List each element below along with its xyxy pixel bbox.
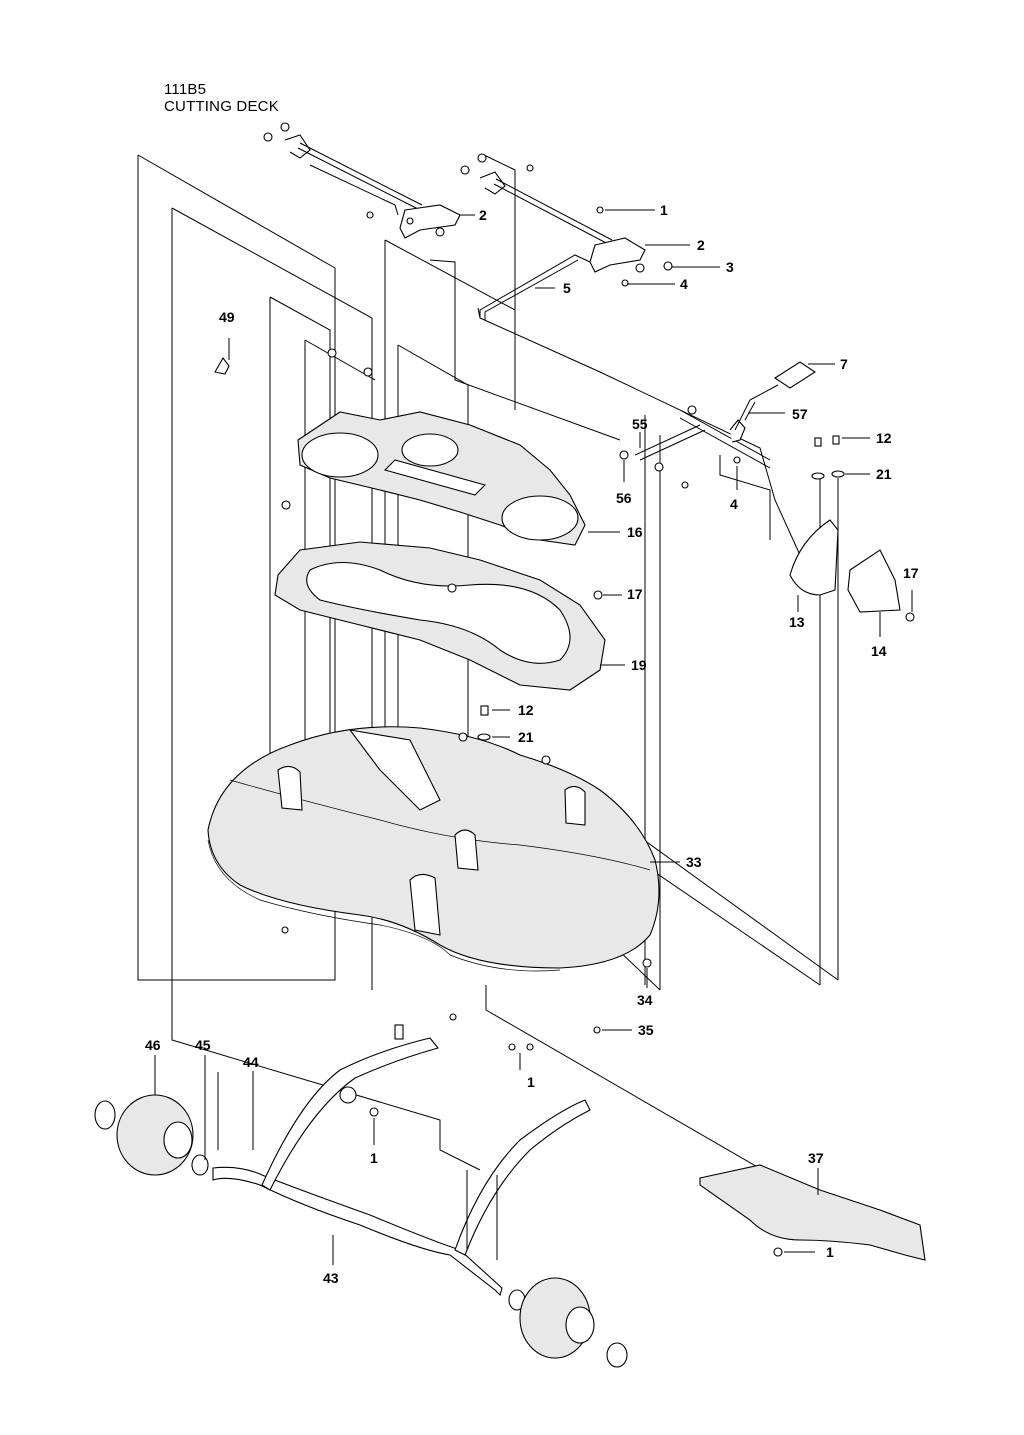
callout-13: 13: [789, 614, 805, 630]
callout-37: 37: [808, 1150, 824, 1166]
height-bracket-part-14: [847, 549, 901, 613]
callout-7: 7: [840, 356, 848, 372]
callout-1c: 1: [370, 1150, 378, 1166]
belt-cover-part-19: [274, 541, 606, 691]
callout-2a: 2: [479, 207, 487, 223]
lift-arm-right: [460, 153, 673, 287]
top-cover-part-16: [297, 411, 586, 546]
clip-part-49: [214, 357, 230, 375]
deck-housing-part-33: [207, 726, 660, 972]
callout-35: 35: [638, 1022, 654, 1038]
callout-57: 57: [792, 406, 808, 422]
callout-17b: 17: [627, 586, 643, 602]
callout-49: 49: [219, 309, 235, 325]
callout-33: 33: [686, 854, 702, 870]
callout-4b: 4: [730, 496, 738, 512]
callout-21b: 21: [518, 729, 534, 745]
wheel-left-part-46: [94, 1094, 209, 1176]
callout-5: 5: [563, 280, 571, 296]
lift-arm-left: [263, 122, 461, 239]
ratchet-part-13: [789, 519, 839, 596]
callout-19: 19: [631, 657, 647, 673]
callout-3: 3: [726, 259, 734, 275]
front-axle-part-43: [212, 1024, 591, 1297]
diagram-code: 111B5: [164, 81, 207, 98]
callout-44: 44: [243, 1054, 259, 1070]
callout-14: 14: [871, 643, 887, 659]
callout-12a: 12: [876, 430, 892, 446]
callout-21a: 21: [876, 466, 892, 482]
callout-56: 56: [616, 490, 632, 506]
diagram-title: CUTTING DECK: [164, 98, 279, 115]
deflector-part-37: [699, 1164, 926, 1261]
callout-1a: 1: [660, 202, 668, 218]
callout-1b: 1: [527, 1074, 535, 1090]
callout-16: 16: [627, 524, 643, 540]
callout-leaders: [154, 209, 913, 1265]
wheel-right: [508, 1277, 628, 1368]
callout-55: 55: [632, 416, 648, 432]
callout-34: 34: [637, 992, 653, 1008]
callout-1d: 1: [826, 1244, 834, 1260]
callout-45: 45: [195, 1037, 211, 1053]
callout-12b: 12: [518, 702, 534, 718]
callout-46: 46: [145, 1037, 161, 1053]
callout-4a: 4: [680, 276, 688, 292]
callout-43: 43: [323, 1270, 339, 1286]
rod-part-5: [479, 254, 591, 318]
link-and-lever: [634, 361, 817, 469]
callout-2b: 2: [697, 237, 705, 253]
callout-17a: 17: [903, 565, 919, 581]
